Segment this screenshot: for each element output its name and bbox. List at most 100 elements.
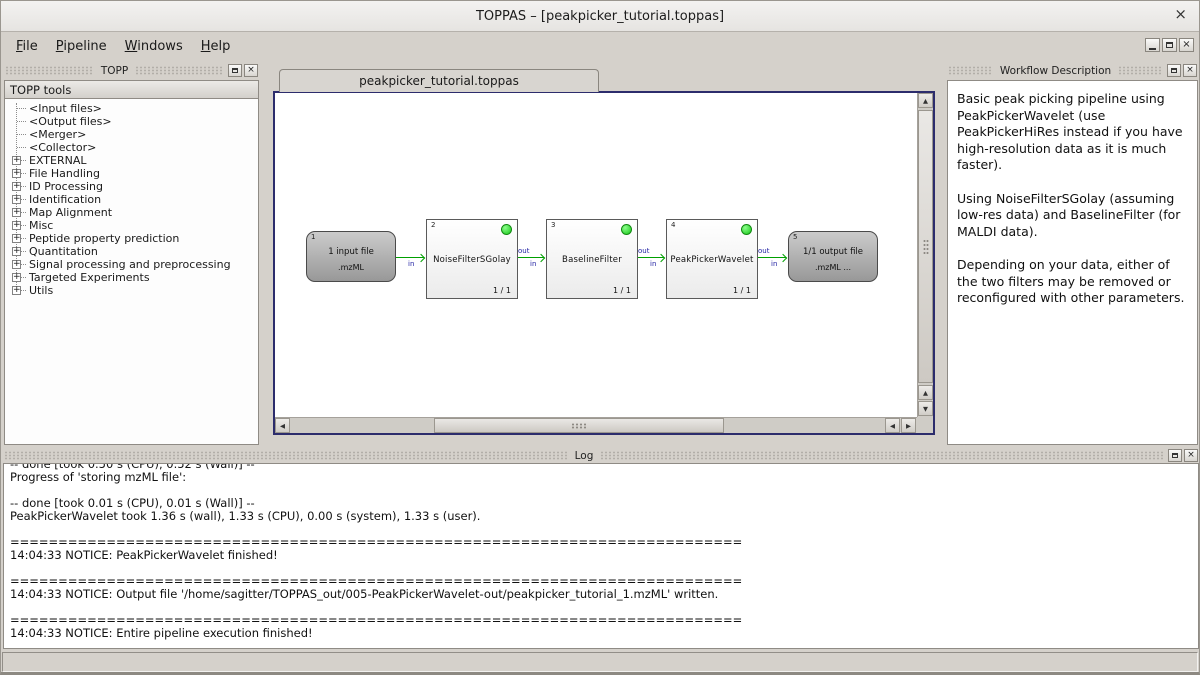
expand-icon[interactable] (12, 208, 21, 217)
node-progress: 1 / 1 (733, 286, 751, 295)
log-line: ========================================… (10, 574, 743, 588)
node-output-file[interactable]: 5 1/1 output file .mzML ... (788, 231, 878, 282)
expand-icon[interactable] (12, 182, 21, 191)
description-dock-title: Workflow Description (999, 64, 1112, 77)
mdi-close-button[interactable] (1179, 38, 1194, 52)
dock-close-button[interactable] (1183, 64, 1198, 77)
description-paragraph: Depending on your data, either of the tw… (957, 257, 1185, 305)
port-label-out: out (758, 247, 770, 255)
edge-noisefilter-to-baselinefilter[interactable] (518, 257, 544, 258)
log-line: ========================================… (10, 535, 743, 549)
tree-item-peptide-property-prediction[interactable]: Peptide property prediction (5, 232, 258, 245)
node-number: 1 (311, 233, 316, 241)
tree-item-input-files[interactable]: <Input files> (5, 102, 258, 115)
node-peakpickerwavelet[interactable]: 4 PeakPickerWavelet 1 / 1 (666, 219, 758, 299)
tree-item-utils[interactable]: Utils (5, 284, 258, 297)
tab-peakpicker-tutorial[interactable]: peakpicker_tutorial.toppas (279, 69, 599, 92)
log-dock: Log -- done [took 0.50 s (CPU), 0.52 s (… (1, 448, 1200, 650)
node-input-file[interactable]: 1 1 input file .mzML (306, 231, 396, 282)
edge-peakpicker-to-output[interactable] (758, 257, 786, 258)
tree-item-signal-processing[interactable]: Signal processing and preprocessing (5, 258, 258, 271)
tree-item-label: <Output files> (29, 115, 112, 128)
status-finished-icon (741, 224, 752, 235)
dock-close-button[interactable] (1184, 449, 1199, 462)
topp-tools-tree[interactable]: <Input files> <Output files> <Merger> <C… (5, 99, 258, 297)
tree-item-map-alignment[interactable]: Map Alignment (5, 206, 258, 219)
dock-close-button[interactable] (244, 64, 258, 77)
dock-float-button[interactable] (1168, 449, 1183, 462)
scroll-down-button[interactable] (918, 401, 933, 416)
expand-icon[interactable] (12, 247, 21, 256)
topp-dock-title: TOPP (100, 64, 129, 77)
workflow-canvas[interactable]: 1 1 input file .mzML 2 NoiseFilterSGolay… (275, 93, 917, 417)
topp-dock: TOPP TOPP tools <Input files> <Output fi… (2, 63, 261, 446)
dock-handle-texture (600, 451, 1165, 460)
tree-item-output-files[interactable]: <Output files> (5, 115, 258, 128)
tree-item-label: Peptide property prediction (29, 232, 180, 245)
mdi-minimize-button[interactable] (1145, 38, 1160, 52)
description-paragraph: Using NoiseFilterSGolay (assuming low-re… (957, 190, 1181, 239)
expand-icon[interactable] (12, 156, 21, 165)
port-label-out: out (638, 247, 650, 255)
node-number: 5 (793, 233, 798, 241)
expand-icon[interactable] (12, 260, 21, 269)
tree-item-merger[interactable]: <Merger> (5, 128, 258, 141)
expand-icon[interactable] (12, 234, 21, 243)
topp-dock-header[interactable]: TOPP (2, 63, 261, 78)
float-icon (1172, 453, 1179, 458)
status-finished-icon (621, 224, 632, 235)
scroll-up-button[interactable] (918, 385, 933, 400)
log-dock-title: Log (574, 449, 594, 462)
canvas-hscrollbar[interactable] (275, 417, 917, 433)
node-noisefiltersgolay[interactable]: 2 NoiseFilterSGolay 1 / 1 (426, 219, 518, 299)
tree-item-label: EXTERNAL (29, 154, 87, 167)
scroll-left-button[interactable] (275, 418, 290, 433)
node-progress: 1 / 1 (493, 286, 511, 295)
dock-float-button[interactable] (228, 64, 242, 77)
dock-buttons (1167, 64, 1198, 77)
log-dock-header[interactable]: Log (1, 448, 1200, 463)
edge-input-to-noisefilter[interactable] (396, 257, 424, 258)
canvas-vscrollbar[interactable] (917, 93, 933, 417)
description-paragraph: Basic peak picking pipeline using PeakPi… (957, 91, 1183, 172)
tree-item-label: Targeted Experiments (29, 271, 150, 284)
tree-item-external[interactable]: EXTERNAL (5, 154, 258, 167)
description-dock-header[interactable]: Workflow Description (945, 63, 1200, 78)
tree-item-misc[interactable]: Misc (5, 219, 258, 232)
expand-icon[interactable] (12, 286, 21, 295)
hscroll-thumb[interactable] (434, 418, 724, 433)
tree-item-collector[interactable]: <Collector> (5, 141, 258, 154)
titlebar[interactable]: TOPPAS – [peakpicker_tutorial.toppas] (1, 1, 1199, 32)
workflow-description-editor[interactable]: Basic peak picking pipeline using PeakPi… (947, 80, 1198, 445)
menu-pipeline[interactable]: Pipeline (55, 38, 107, 54)
node-title: 1 input file (328, 247, 374, 257)
grip-icon (571, 422, 587, 429)
tree-item-file-handling[interactable]: File Handling (5, 167, 258, 180)
tree-item-id-processing[interactable]: ID Processing (5, 180, 258, 193)
topp-tools-panel: TOPP tools <Input files> <Output files> … (4, 80, 259, 445)
dock-float-button[interactable] (1167, 64, 1182, 77)
scroll-up-button[interactable] (918, 93, 933, 108)
mdi-restore-button[interactable] (1162, 38, 1177, 52)
tree-item-identification[interactable]: Identification (5, 193, 258, 206)
expand-icon[interactable] (12, 221, 21, 230)
menu-help[interactable]: Help (200, 38, 231, 54)
expand-icon[interactable] (12, 195, 21, 204)
edge-baselinefilter-to-peakpicker[interactable] (638, 257, 664, 258)
tree-item-quantitation[interactable]: Quantitation (5, 245, 258, 258)
scroll-right-button[interactable] (901, 418, 916, 433)
dock-handle-texture (135, 66, 224, 75)
node-baselinefilter[interactable]: 3 BaselineFilter 1 / 1 (546, 219, 638, 299)
window-close-icon[interactable] (1174, 7, 1187, 22)
expand-icon[interactable] (12, 169, 21, 178)
status-bar (2, 652, 1198, 672)
tree-item-targeted-experiments[interactable]: Targeted Experiments (5, 271, 258, 284)
vscroll-thumb[interactable] (918, 110, 933, 383)
scroll-left-button[interactable] (885, 418, 900, 433)
menu-file[interactable]: File (16, 38, 38, 54)
log-line: Progress of 'storing mzML file': (10, 470, 187, 484)
dock-buttons (1168, 449, 1199, 462)
menu-windows[interactable]: Windows (124, 38, 183, 54)
log-view[interactable]: -- done [took 0.50 s (CPU), 0.52 s (Wall… (3, 463, 1199, 649)
expand-icon[interactable] (12, 273, 21, 282)
